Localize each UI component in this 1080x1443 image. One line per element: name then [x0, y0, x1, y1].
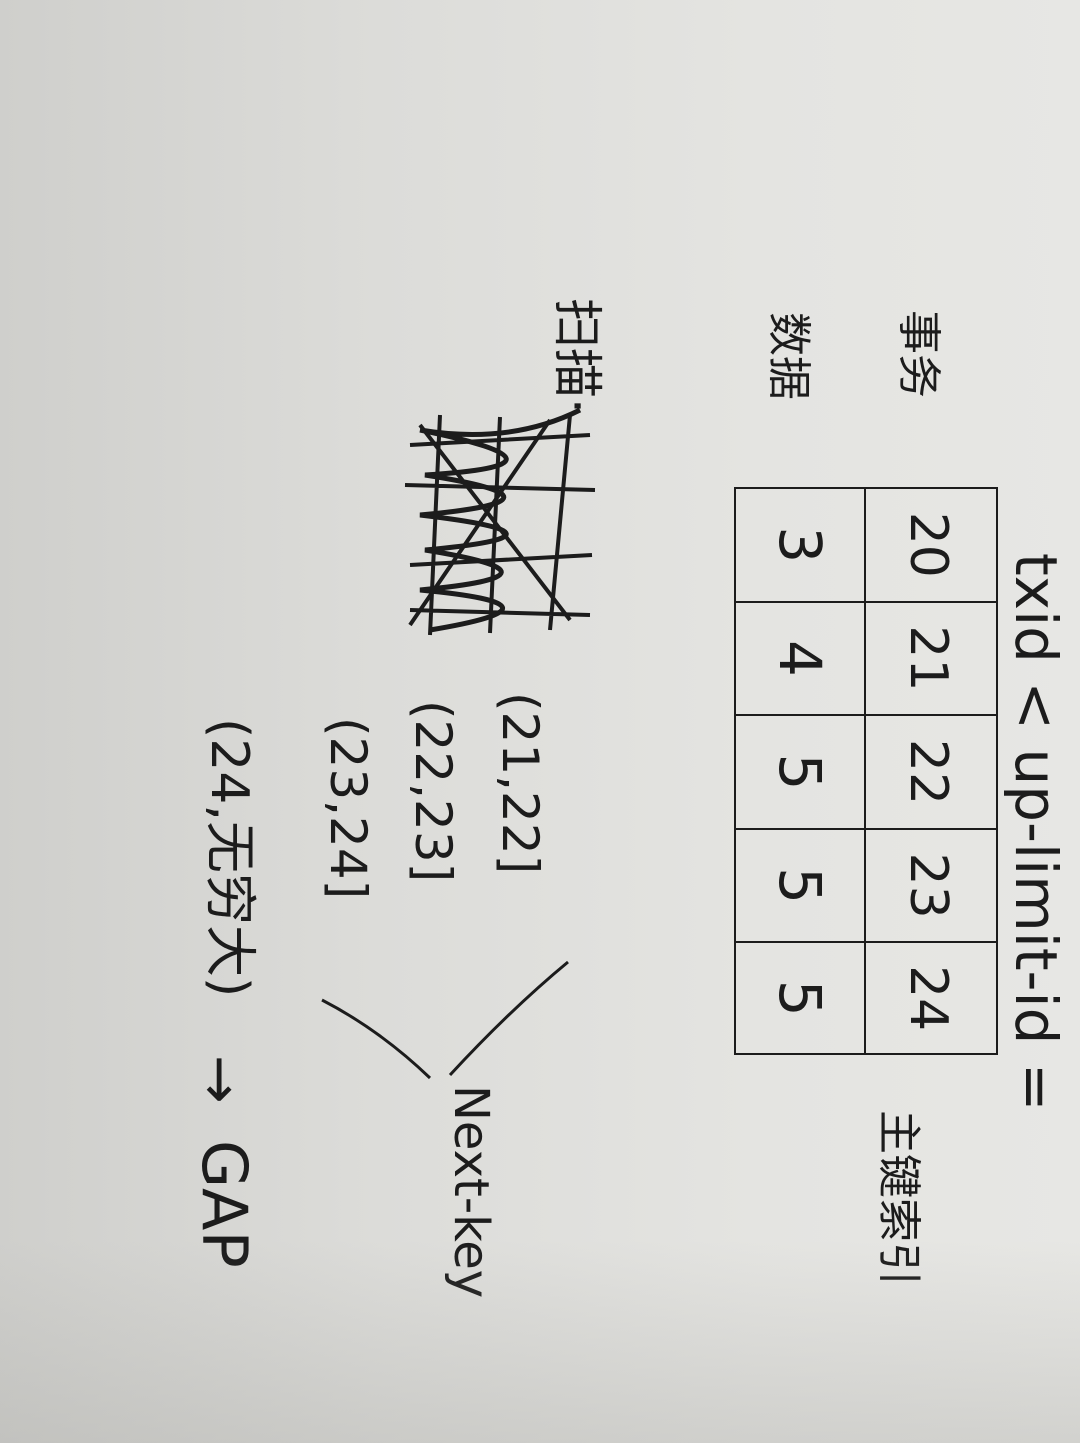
scribbled-out-text: [404, 407, 596, 636]
paper-edge-shadow: [0, 1240, 1080, 1443]
arrow-icon: →: [187, 1055, 255, 1104]
